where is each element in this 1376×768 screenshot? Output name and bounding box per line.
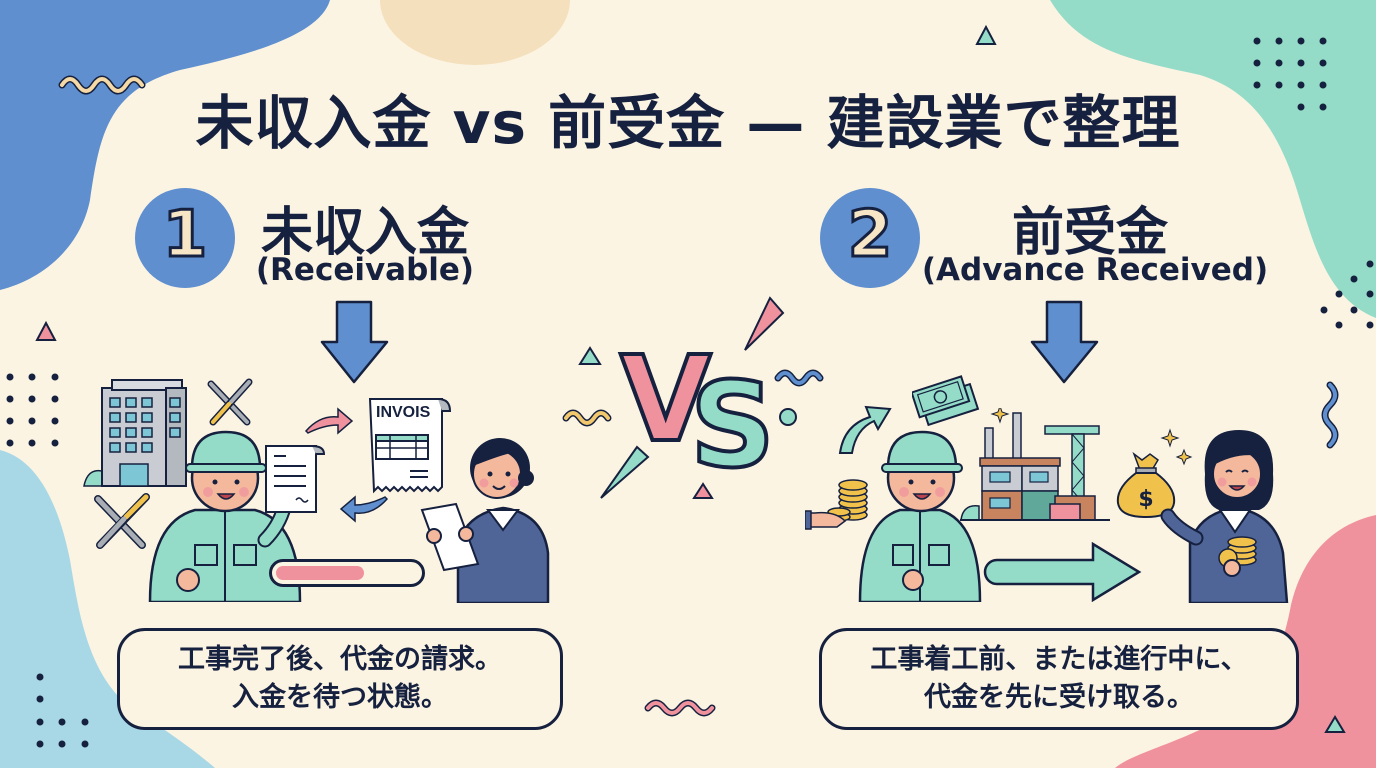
heading-receivable-en: (Receivable) — [255, 252, 475, 288]
heading-advance-jp: 前受金 — [1011, 203, 1168, 263]
progress-fill — [276, 566, 364, 580]
office-worker-icon — [420, 438, 550, 603]
invoice-icon — [368, 398, 452, 494]
arrow-up-curved-icon — [838, 405, 892, 454]
arrow-down-icon — [320, 300, 389, 384]
money-bag-icon: $ — [1116, 451, 1176, 519]
worker-icon — [148, 430, 302, 602]
progress-bar — [269, 559, 425, 587]
construction-site-icon — [960, 408, 1110, 521]
arrow-right-icon — [983, 542, 1142, 602]
coins-icon — [805, 479, 868, 530]
arrow-left-curved-icon — [339, 495, 389, 523]
number-badge-1: 1 — [135, 188, 235, 288]
invoice-label: INVOIS — [376, 404, 431, 421]
arrow-down-icon-2 — [1030, 300, 1099, 384]
arrow-right-curved-icon — [304, 407, 354, 435]
dollar-sign: $ — [1138, 487, 1153, 512]
advance-description: 工事着工前、または進行中に、 代金を先に受け取る。 — [819, 628, 1299, 730]
sparkle-icon — [1160, 428, 1193, 466]
receivable-description: 工事完了後、代金の請求。 入金を待つ状態。 — [117, 628, 563, 730]
vs-letter-s: S — [690, 356, 775, 480]
building-icon — [83, 379, 187, 487]
wrench-screwdriver-icon — [207, 378, 253, 426]
page-title: 未収入金 vs 前受金 — 建設業で整理 — [195, 89, 1181, 157]
banknotes-icon — [912, 375, 980, 427]
office-worker-icon-2 — [1160, 430, 1289, 603]
heading-advance-en: (Advance Received) — [921, 252, 1269, 288]
worker-icon-2 — [858, 430, 982, 602]
document-icon — [265, 445, 326, 513]
wrench-screwdriver-icon-2 — [94, 493, 150, 549]
number-badge-2: 2 — [820, 188, 920, 288]
vs-letter-v: V — [620, 340, 711, 468]
heading-receivable-jp: 未収入金 — [260, 203, 469, 263]
